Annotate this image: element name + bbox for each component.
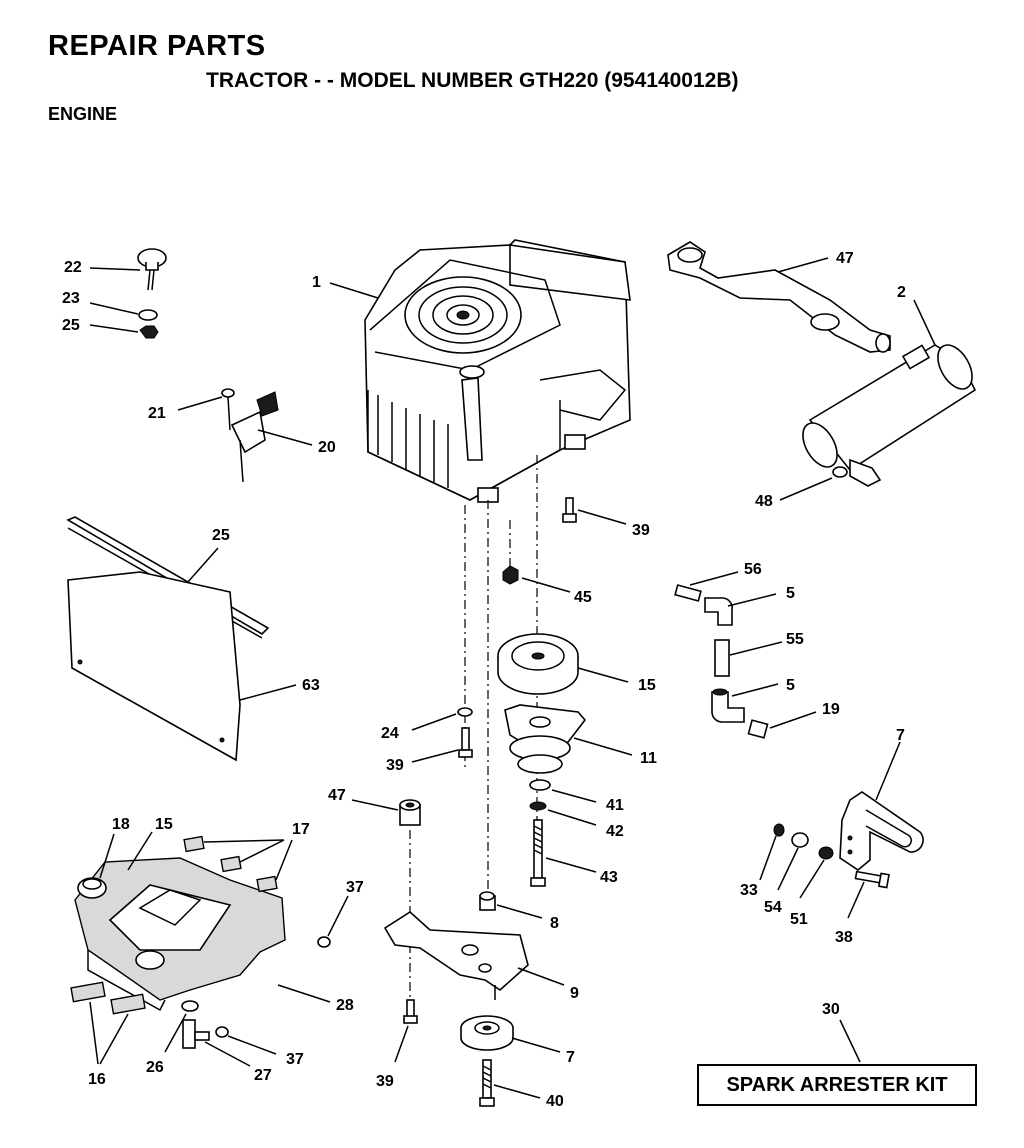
page-title: REPAIR PARTS [48, 30, 266, 62]
callout-22: 22 [64, 259, 82, 276]
throttle-control-part [221, 388, 279, 483]
callout-30: 25 [212, 527, 230, 544]
callout-19: 19 [822, 701, 840, 718]
callout-2: 2 [897, 284, 906, 301]
callout-23: 23 [62, 290, 80, 307]
callout-5-b: 5 [786, 677, 795, 694]
exhaust-pipe-part [667, 241, 891, 353]
callout-15: 15 [155, 816, 173, 833]
tank-pads-part [70, 835, 278, 1015]
electric-clutch-part [504, 704, 587, 774]
callout-39-b: 39 [386, 757, 404, 774]
callout-39-a: 39 [632, 522, 650, 539]
spacer-47-part [399, 799, 421, 826]
choke-knob-part [137, 248, 167, 339]
callout-28: 28 [336, 997, 354, 1014]
callout-17: 17 [292, 821, 310, 838]
callout-40: 40 [546, 1093, 564, 1110]
callout-5-a: 5 [786, 585, 795, 602]
callout-25: 25 [62, 317, 80, 334]
callout-10: 8 [550, 915, 559, 932]
bolt-39-upper-part [458, 727, 473, 758]
callout-51: 47 [836, 250, 854, 267]
callout-33: 33 [740, 882, 758, 899]
callout-43: 43 [600, 869, 618, 886]
bolt-43-part [530, 819, 546, 887]
fuel-tank-part [74, 857, 286, 1012]
callout-55: 55 [786, 631, 804, 648]
oil-drain-fittings-part [674, 584, 769, 739]
arrester-bracket-part [839, 791, 924, 871]
callout-63: 63 [302, 677, 320, 694]
bolt-39-top-part [562, 497, 577, 523]
callout-41: 41 [606, 797, 624, 814]
engine-pulley-part [497, 633, 579, 695]
callout-1: 1 [312, 274, 321, 291]
callout-45: 45 [574, 589, 592, 606]
callout-46: 48 [755, 493, 773, 510]
callout-16: 16 [88, 1071, 106, 1088]
callout-27: 27 [254, 1067, 272, 1084]
spark-arrester-kit-box: SPARK ARRESTER KIT [697, 1064, 977, 1106]
fuel-cap-part [77, 877, 107, 899]
callout-47: 47 [328, 787, 346, 804]
callout-9: 9 [570, 985, 579, 1002]
callout-20: 20 [318, 439, 336, 456]
model-subtitle: TRACTOR - - MODEL NUMBER GTH220 (9541400… [206, 69, 739, 92]
idler-bracket-part [383, 910, 529, 1000]
bolt-38-part [854, 870, 890, 889]
muffler-part [802, 344, 977, 487]
section-label: ENGINE [48, 104, 118, 124]
callout-48: 51 [790, 911, 808, 928]
callout-38: 38 [835, 929, 853, 946]
bolt-40-part [479, 1059, 495, 1107]
callout-21: 21 [148, 405, 166, 422]
callout-29: 30 [822, 1001, 840, 1018]
callout-42: 42 [606, 823, 624, 840]
callout-56: 56 [744, 561, 762, 578]
callout-8: 7 [566, 1049, 575, 1066]
idler-pulley-part [460, 1015, 514, 1051]
callout-12: 15 [638, 677, 656, 694]
engine-part [364, 239, 631, 503]
callout-37-a: 37 [346, 879, 364, 896]
callout-39-c: 39 [376, 1073, 394, 1090]
callout-54: 54 [764, 899, 782, 916]
callout-7: 7 [896, 727, 905, 744]
callout-26: 26 [146, 1059, 164, 1076]
fuel-fitting-part [182, 1019, 210, 1049]
callout-37-b: 37 [286, 1051, 304, 1068]
callout-11: 11 [640, 750, 657, 767]
callout-18: 18 [112, 816, 130, 833]
callout-24: 24 [381, 725, 399, 742]
bolt-39-lower-part [403, 999, 418, 1024]
heat-shield-part [67, 571, 241, 762]
